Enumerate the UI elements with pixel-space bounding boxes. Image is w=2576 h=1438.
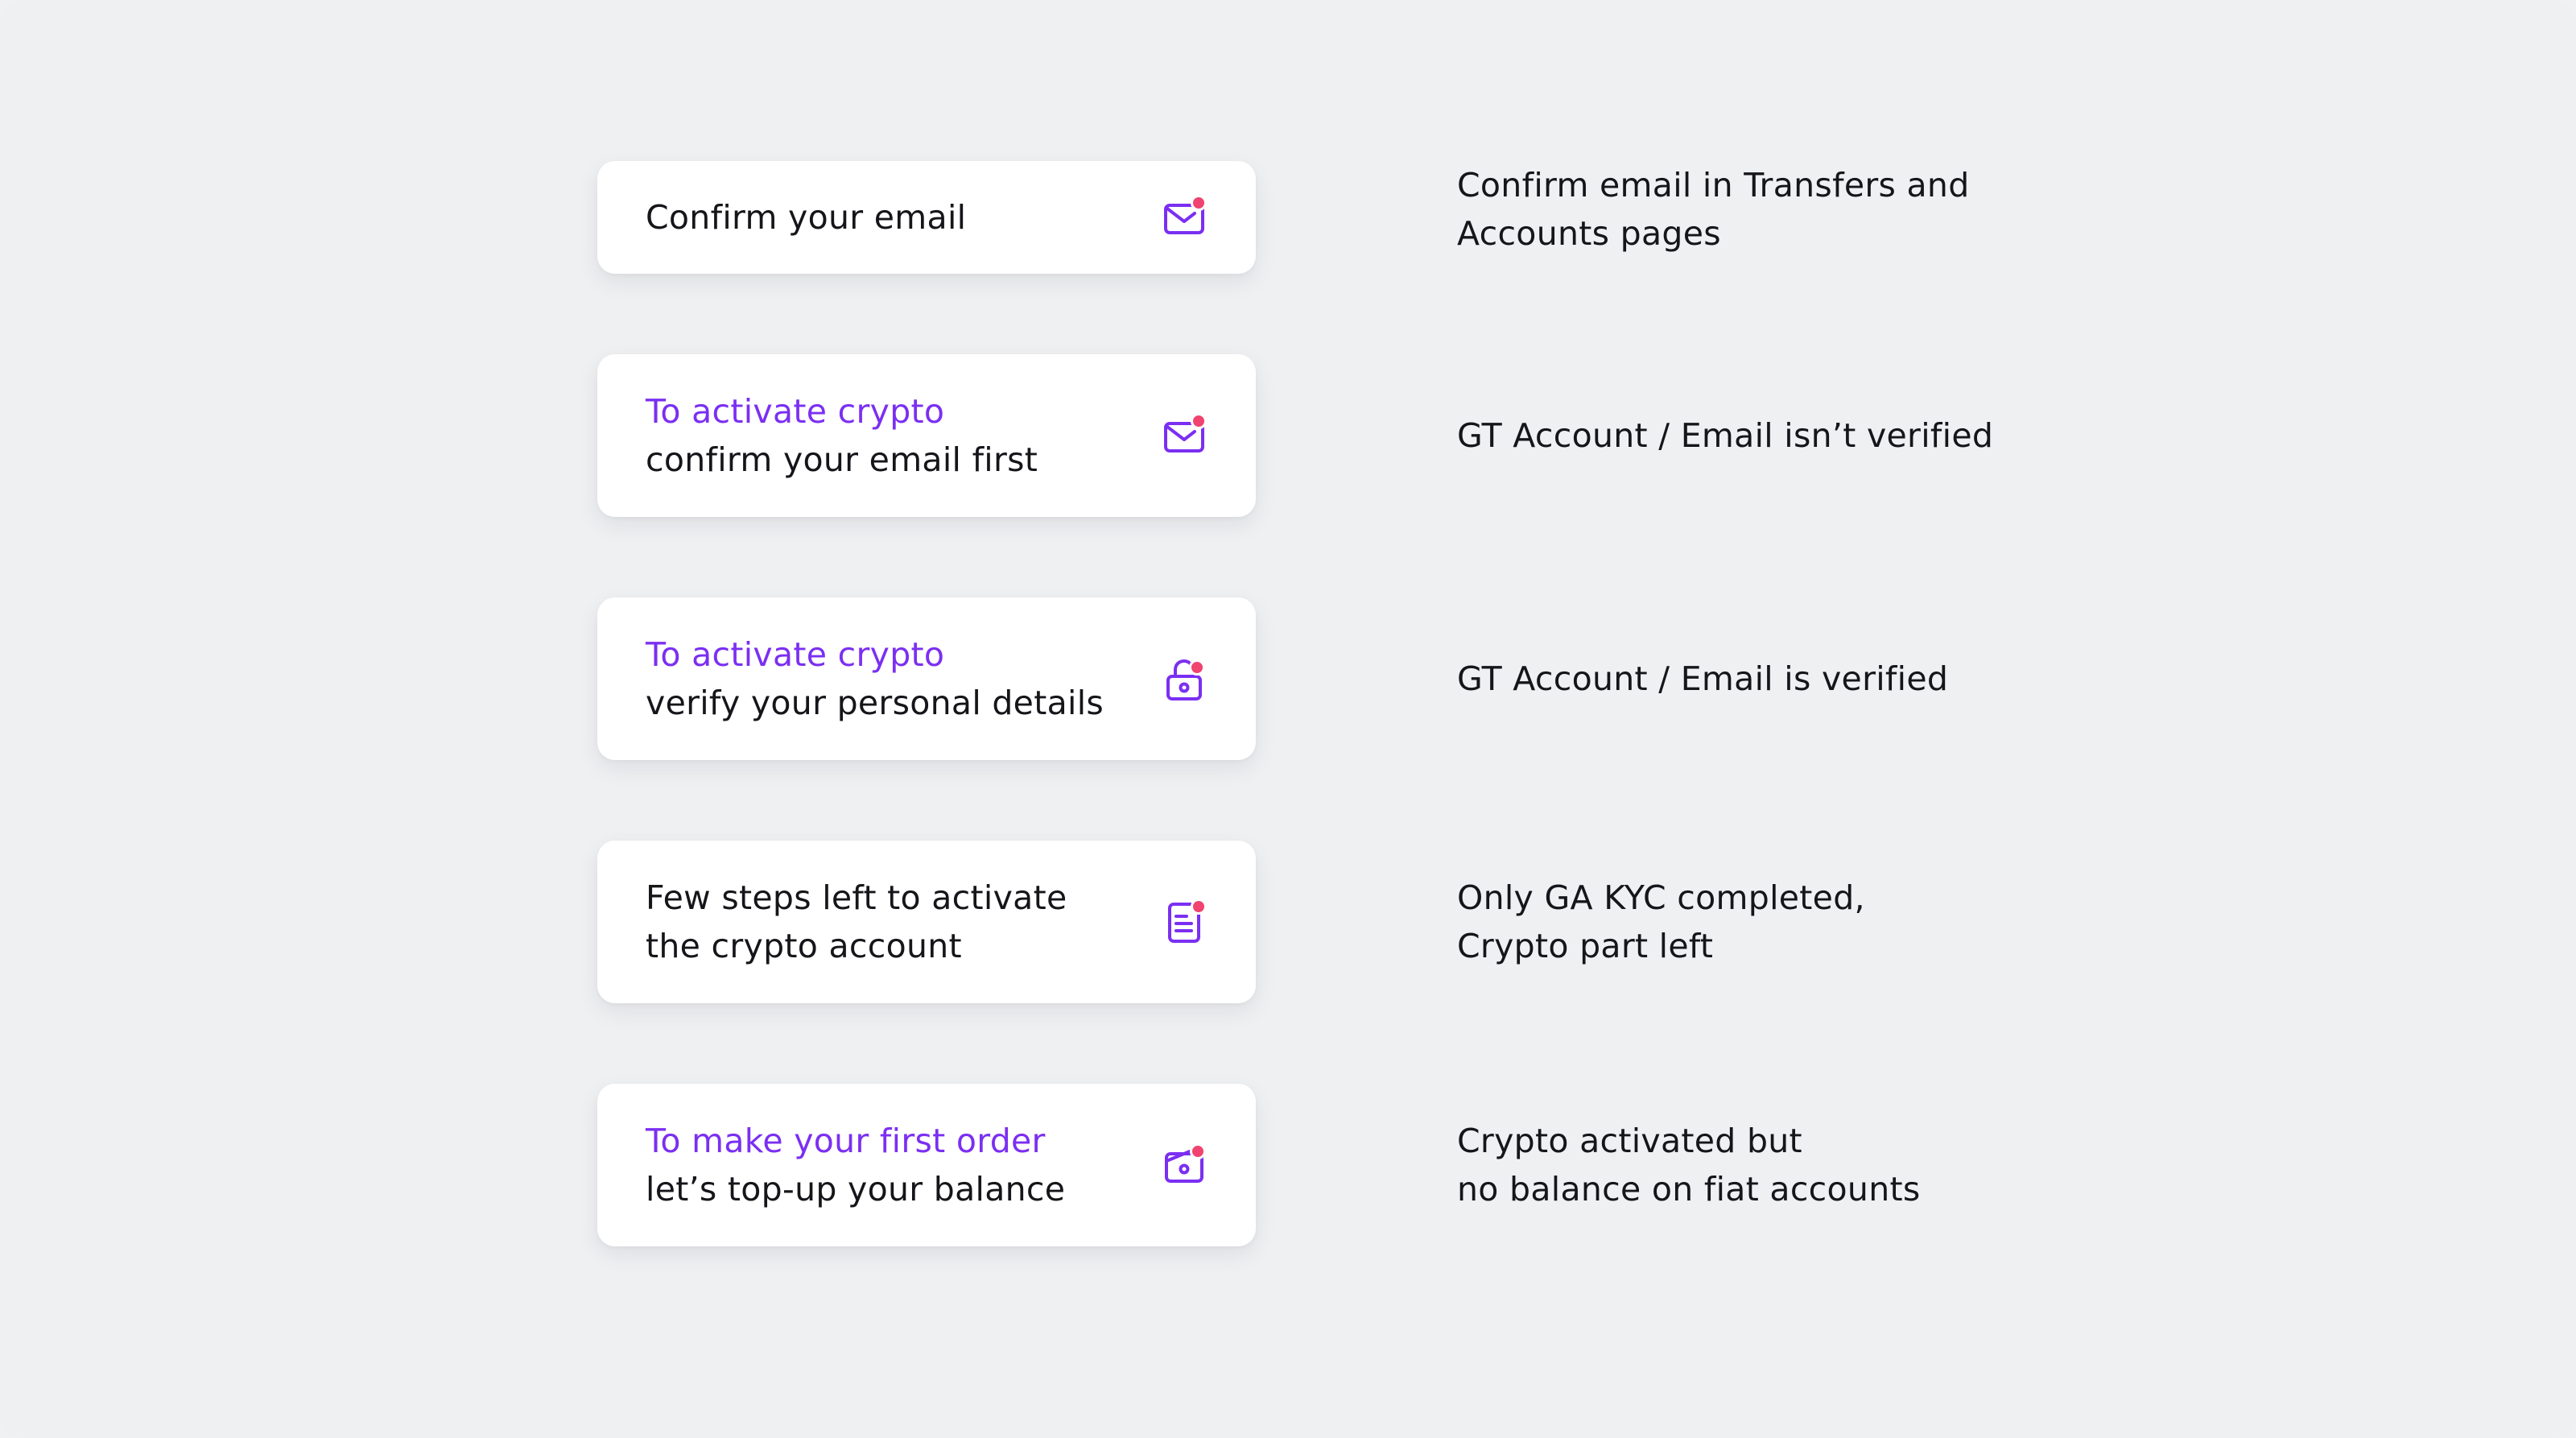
row-note: GT Account / Email isn’t verified (1457, 411, 1993, 460)
row-note: Crypto activated but no balance on fiat … (1457, 1117, 1921, 1213)
envelope-icon (1159, 192, 1209, 242)
note-line: Crypto activated but (1457, 1122, 1802, 1160)
banner-text: Confirm your email (646, 193, 1143, 242)
banner-main-text: Confirm your email (646, 198, 967, 237)
banner-text: To activate crypto confirm your email fi… (646, 387, 1143, 484)
note-line: GT Account / Email is verified (1457, 659, 1949, 698)
activate-crypto-confirm-email-banner[interactable]: To activate crypto confirm your email fi… (597, 354, 1256, 517)
banner-main-text: Few steps left to activate (646, 878, 1067, 917)
few-steps-left-banner[interactable]: Few steps left to activate the crypto ac… (597, 841, 1256, 1003)
unlock-icon (1159, 654, 1209, 704)
banner-accent-text: To activate crypto (646, 392, 945, 431)
note-line: GT Account / Email isn’t verified (1457, 416, 1994, 455)
confirm-email-banner[interactable]: Confirm your email (597, 161, 1256, 274)
banner-main-text: verify your personal details (646, 684, 1104, 722)
banner-text: Few steps left to activate the crypto ac… (646, 874, 1143, 970)
banner-text: To activate crypto verify your personal … (646, 630, 1143, 727)
banner-text: To make your first order let’s top-up yo… (646, 1117, 1143, 1213)
envelope-icon (1159, 411, 1209, 461)
wallet-icon (1159, 1140, 1209, 1190)
document-icon (1159, 897, 1209, 947)
activate-crypto-verify-details-banner[interactable]: To activate crypto verify your personal … (597, 597, 1256, 760)
note-line: Only GA KYC completed, (1457, 878, 1865, 917)
row-note: Confirm email in Transfers and Accounts … (1457, 161, 1970, 258)
row-note: Only GA KYC completed, Crypto part left (1457, 874, 1865, 970)
row-note: GT Account / Email is verified (1457, 655, 1948, 703)
banner-main-text: confirm your email first (646, 440, 1038, 479)
note-line: Confirm email in Transfers and (1457, 166, 1970, 205)
note-line: no balance on fiat accounts (1457, 1170, 1921, 1209)
banner-accent-text: To make your first order (646, 1122, 1046, 1160)
banner-accent-text: To activate crypto (646, 635, 945, 674)
banner-main-text: let’s top-up your balance (646, 1170, 1066, 1209)
note-line: Accounts pages (1457, 214, 1721, 253)
banner-main-text-line-2: the crypto account (646, 927, 962, 965)
first-order-top-up-banner[interactable]: To make your first order let’s top-up yo… (597, 1084, 1256, 1246)
note-line: Crypto part left (1457, 927, 1714, 965)
